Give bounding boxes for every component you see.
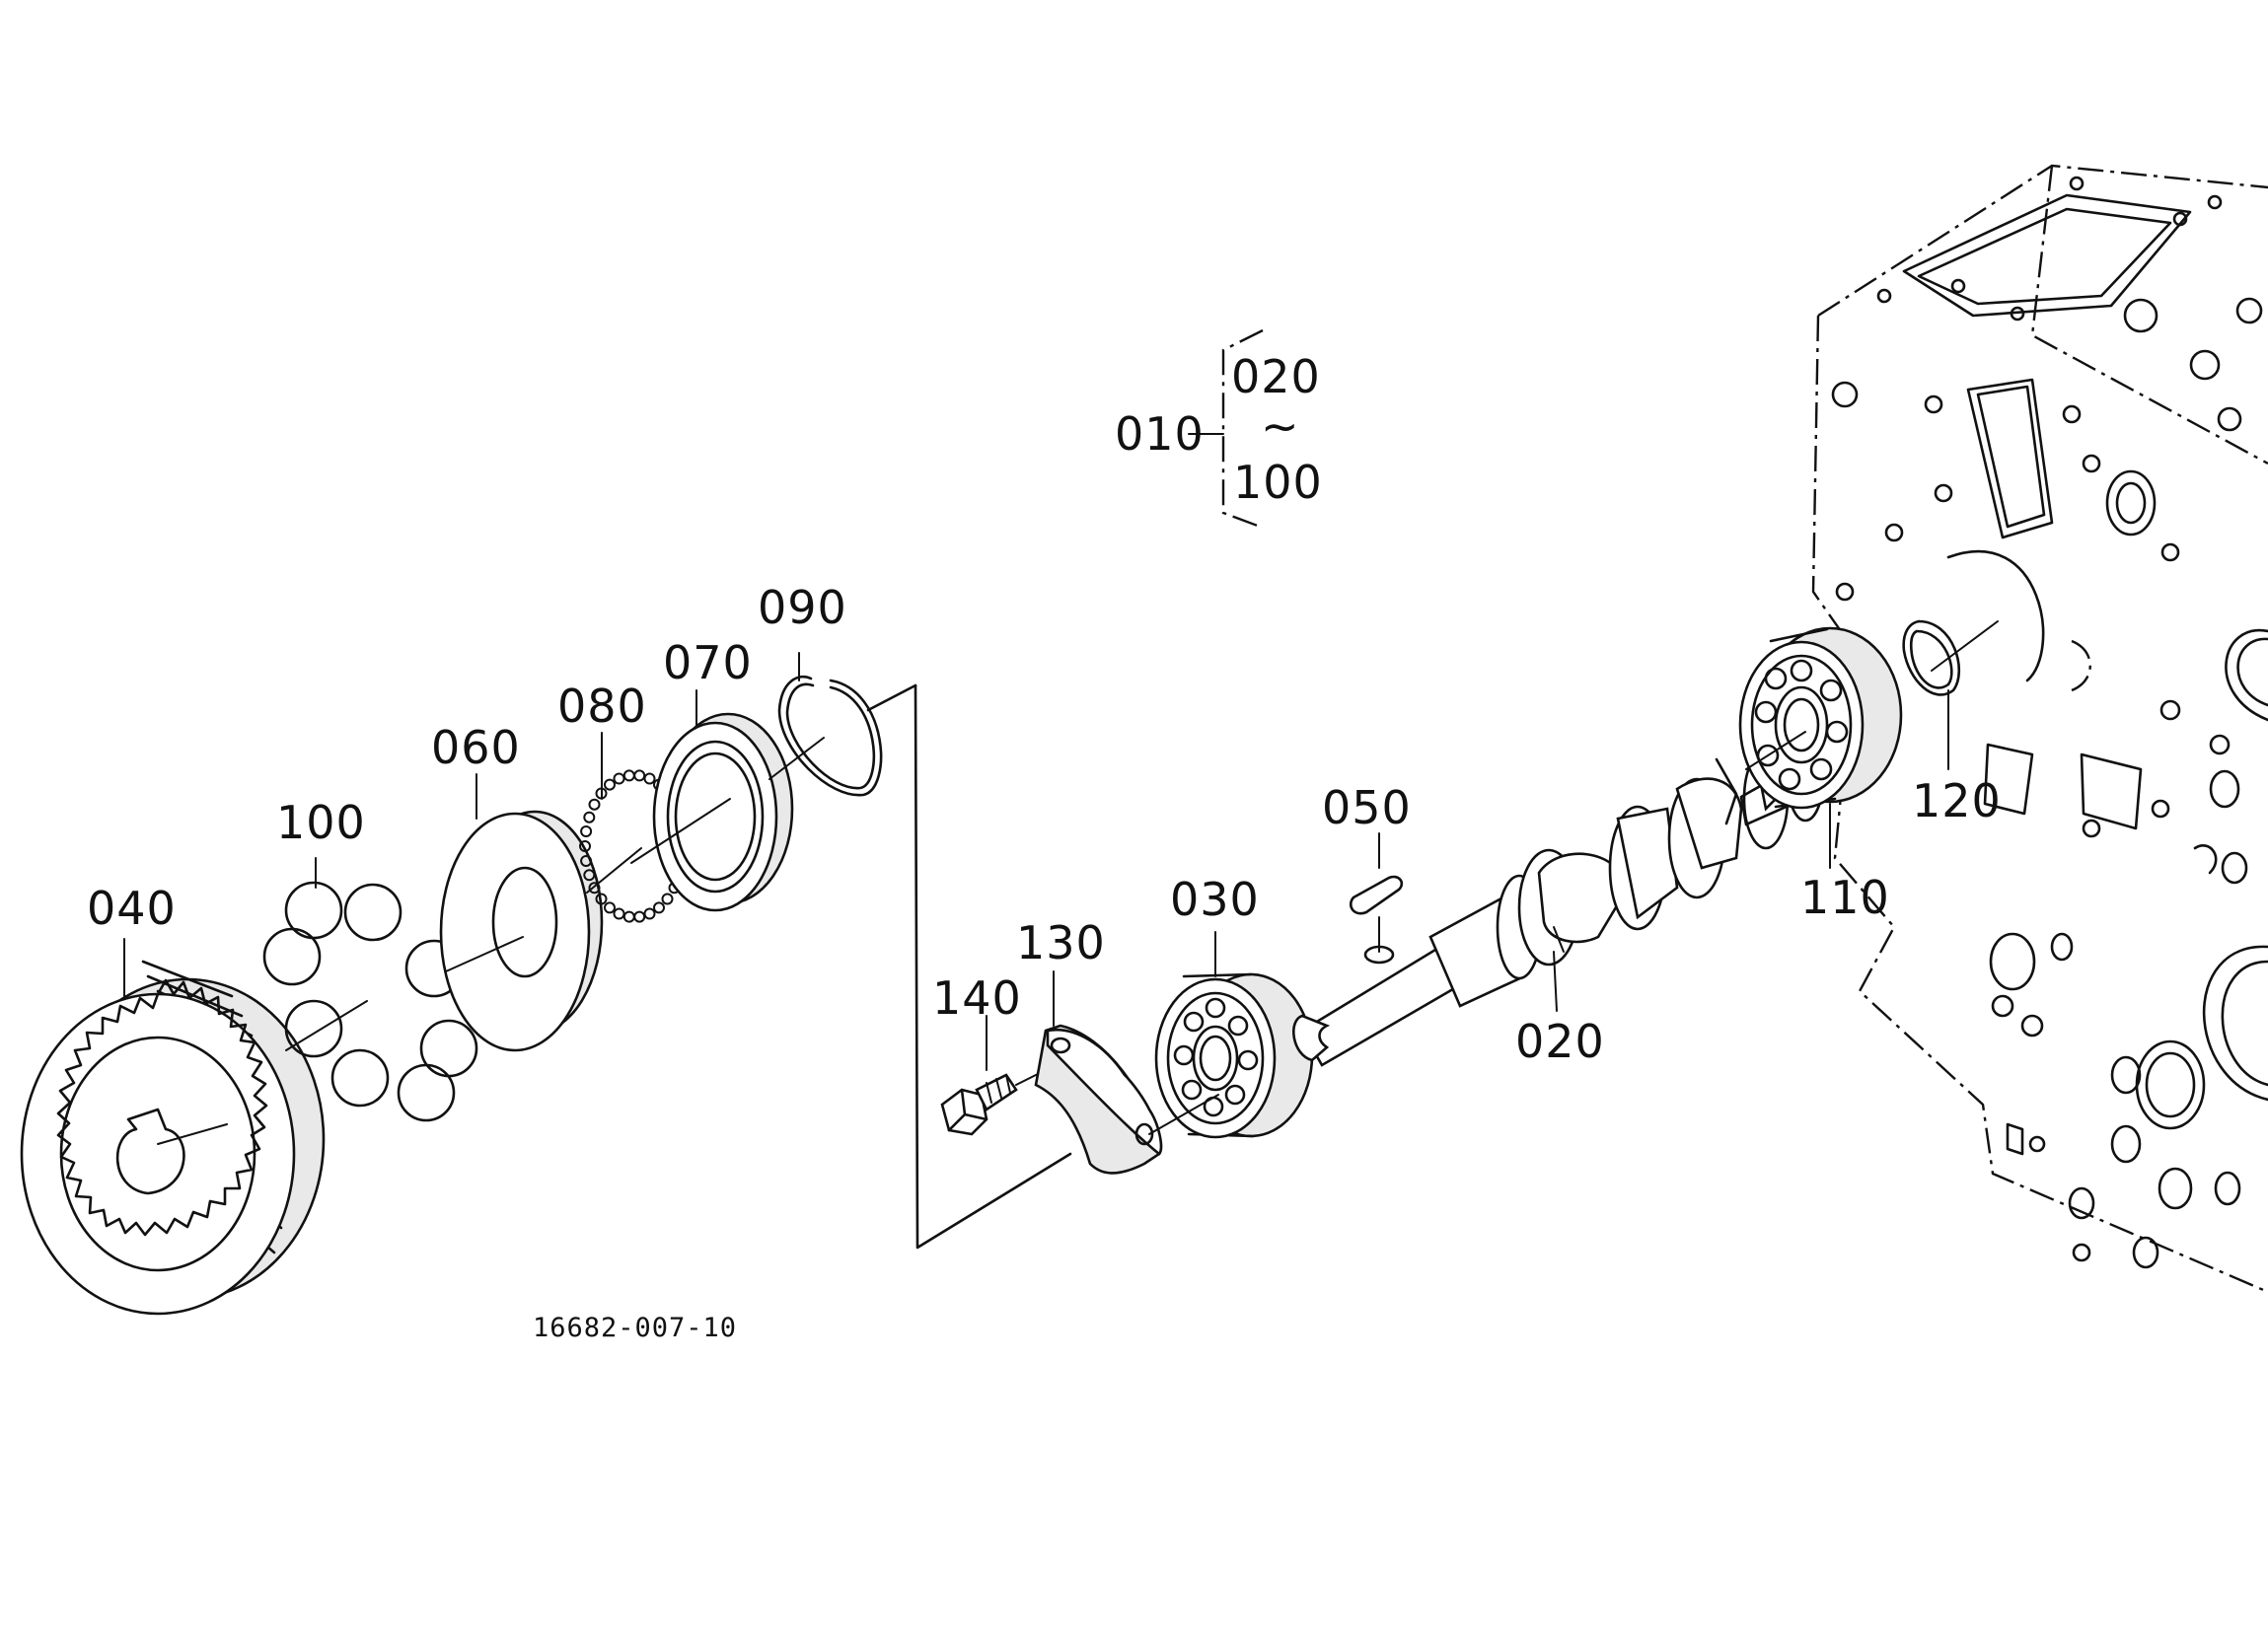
small-ball (643, 772, 656, 785)
small-ball (595, 893, 608, 905)
camshaft-020 (1292, 736, 1825, 1067)
group-parent-label: 010 (1115, 407, 1205, 461)
callout-080: 080 (557, 680, 647, 733)
callout-090: 090 (758, 581, 847, 634)
callout-050: 050 (1322, 781, 1412, 834)
small-ball (583, 811, 596, 824)
group-range-end-label: 100 (1233, 456, 1323, 509)
callout-120: 120 (1912, 774, 2002, 827)
labels: 010 020 ~ 100 040 100 060 080 070 090 14… (87, 350, 2002, 1343)
callout-130: 130 (1016, 916, 1106, 969)
axis-line (586, 847, 642, 894)
snap-ring-090 (768, 675, 883, 797)
bearing-030 (1148, 972, 1314, 1139)
drawing-number: 16682-007-10 (533, 1313, 737, 1343)
cover-plate-130 (1034, 1024, 1163, 1175)
callout-110: 110 (1800, 871, 1890, 924)
callout-100: 100 (276, 796, 366, 849)
small-ball (604, 901, 616, 914)
small-ball (622, 910, 635, 923)
key-050 (1349, 875, 1404, 953)
small-ball (613, 772, 625, 785)
small-ball (579, 840, 591, 852)
leader-lines (123, 652, 1949, 1071)
small-ball (580, 855, 593, 867)
small-ball (604, 778, 616, 791)
small-ball (622, 769, 635, 782)
small-ball (661, 893, 674, 905)
callout-140: 140 (932, 971, 1022, 1025)
callout-040: 040 (87, 882, 177, 935)
washer-060 (439, 810, 604, 1052)
race-070 (630, 712, 794, 912)
small-ball (588, 882, 601, 895)
callout-060: 060 (431, 721, 521, 774)
small-ball (613, 907, 625, 920)
callout-030: 030 (1170, 873, 1260, 926)
group-range-start-label: 020 (1231, 350, 1321, 403)
assembly-bracket (866, 683, 1072, 1250)
small-ball (633, 769, 646, 782)
callout-070: 070 (663, 636, 753, 689)
small-ball (633, 910, 646, 923)
bolt-140 (940, 1069, 1047, 1136)
gear-040 (20, 960, 326, 1316)
balls-100 (262, 881, 478, 1122)
small-ball (643, 907, 656, 920)
group-range-sep-label: ~ (1261, 399, 1300, 453)
bearing-110 (1738, 626, 1903, 810)
small-ball (588, 798, 601, 811)
group-bracket-010 (1188, 328, 1264, 530)
callout-020: 020 (1515, 1015, 1605, 1068)
small-ball (653, 901, 665, 914)
circlip-120 (1902, 619, 1999, 696)
small-ball (580, 825, 593, 837)
engine-block (1811, 164, 2268, 1294)
small-ball (583, 869, 596, 882)
